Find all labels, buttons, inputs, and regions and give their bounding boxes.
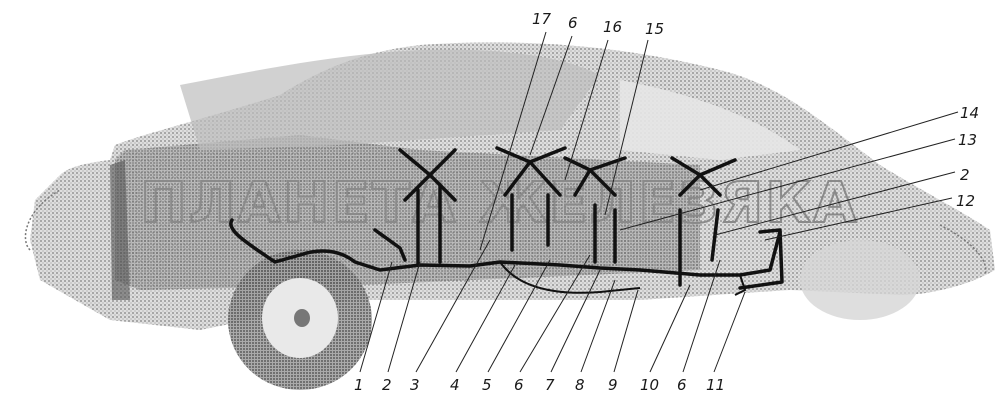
callouts-bottom: 1 2 3 4 5 6 7 8 9 10 6 11	[354, 376, 725, 394]
callout-14: 14	[960, 104, 979, 122]
callout-13: 13	[958, 131, 977, 149]
rear-wheel	[800, 240, 920, 320]
callout-9: 9	[608, 376, 618, 394]
callout-16: 16	[603, 18, 622, 36]
brake-pipes	[229, 218, 784, 296]
callout-17: 17	[532, 10, 552, 28]
callout-1: 1	[354, 376, 364, 394]
callout-2: 2	[382, 376, 392, 394]
callout-2-right: 2	[960, 166, 970, 184]
middle-seat-assembly-1	[495, 146, 567, 252]
callout-7: 7	[545, 376, 555, 394]
callouts-right: 14 13 2 12	[956, 104, 979, 210]
callout-11: 11	[706, 376, 725, 394]
seat-assemblies	[398, 146, 737, 287]
callout-3: 3	[410, 376, 420, 394]
leaders-top	[479, 31, 649, 251]
front-seat-assembly	[398, 148, 457, 267]
callout-10: 10	[640, 376, 659, 394]
callout-5: 5	[482, 376, 492, 394]
callout-12: 12	[956, 192, 975, 210]
callout-4: 4	[450, 376, 460, 394]
callout-8: 8	[575, 376, 585, 394]
callout-6: 6	[514, 376, 524, 394]
callout-15: 15	[645, 20, 664, 38]
leaders-right	[619, 111, 959, 241]
front-wheel	[228, 250, 372, 390]
callouts-top: 17 6 16 15	[532, 10, 664, 38]
middle-seat-assembly-2	[563, 156, 627, 264]
leaders-bottom	[359, 239, 746, 373]
watermark-text: ПЛАНЕТА ЖЕЛЕЗЯКА	[140, 171, 858, 236]
callout-6-top: 6	[568, 14, 578, 32]
callout-6-second: 6	[677, 376, 687, 394]
